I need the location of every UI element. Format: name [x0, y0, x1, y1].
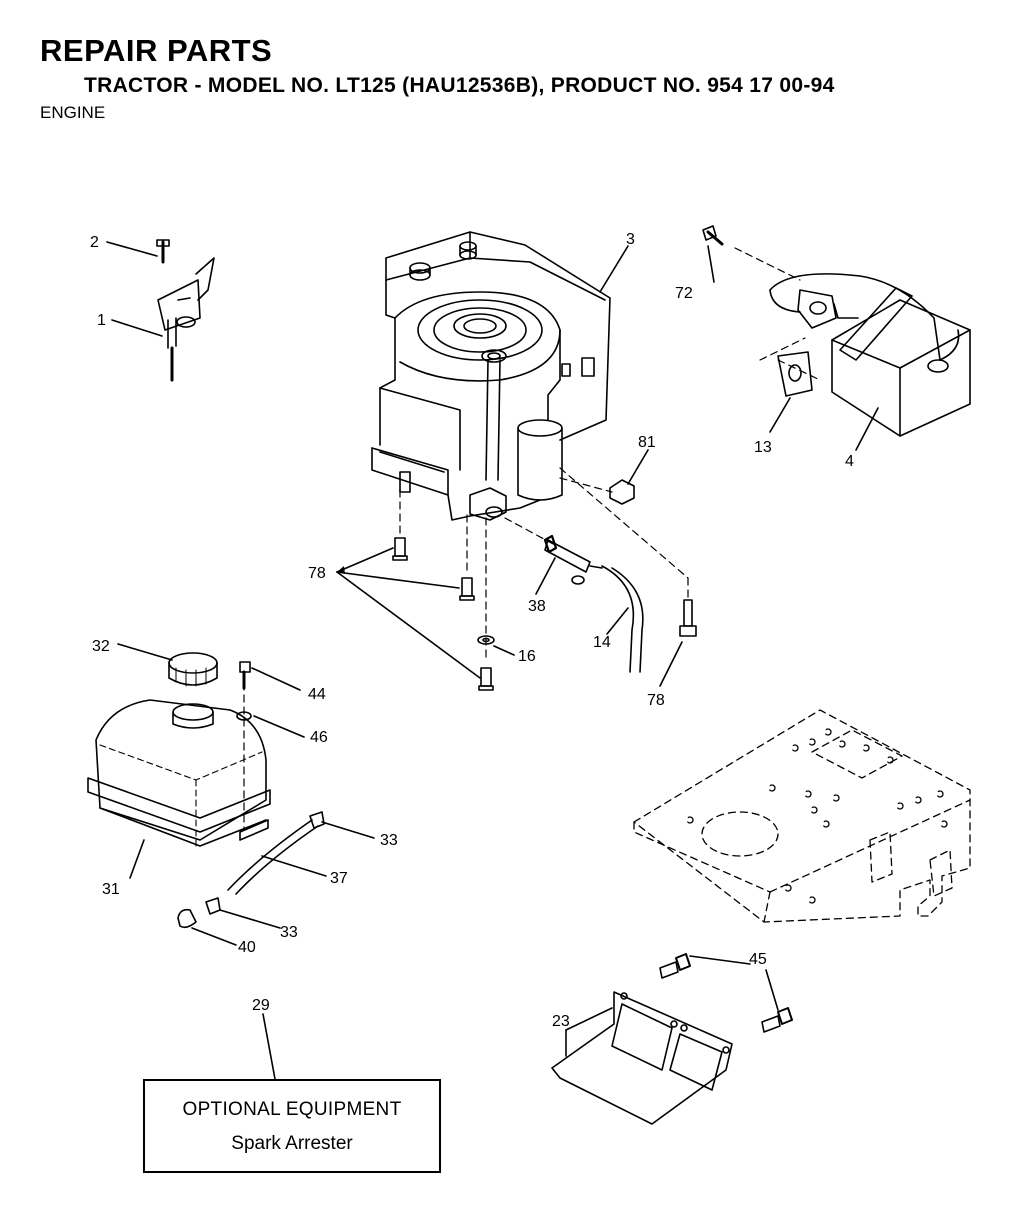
- callout-2: 2: [90, 234, 99, 251]
- section-label: ENGINE: [40, 103, 106, 122]
- callout-31: 31: [102, 881, 120, 898]
- callout-29: 29: [252, 997, 270, 1014]
- callout-81: 81: [638, 434, 656, 451]
- callout-14: 14: [593, 634, 611, 651]
- callout-13: 13: [754, 439, 772, 456]
- assembly-lines: [243, 247, 821, 831]
- leader-lines: [106, 241, 879, 1080]
- callout-37: 37: [330, 870, 348, 887]
- engine-drawing: [371, 231, 611, 521]
- throttle-bracket-drawing: [156, 239, 215, 382]
- callout-23: 23: [552, 1013, 570, 1030]
- callout-38: 38: [528, 598, 546, 615]
- callout-78-left: 78: [308, 565, 326, 582]
- callout-72: 72: [675, 285, 693, 302]
- fuel-tank-drawing: [87, 652, 325, 929]
- fuel-fittings-drawing: [392, 479, 697, 691]
- callout-32: 32: [92, 638, 110, 655]
- frame-plate-drawing: [633, 709, 971, 923]
- callout-3: 3: [626, 231, 635, 248]
- page-subtitle: TRACTOR - MODEL NO. LT125 (HAU12536B), P…: [84, 74, 835, 97]
- callout-40: 40: [238, 939, 256, 956]
- callout-44: 44: [308, 686, 326, 703]
- callout-45: 45: [749, 951, 767, 968]
- heat-shield-drawing: [551, 953, 793, 1125]
- callout-1: 1: [97, 312, 106, 329]
- optional-equipment-heading: OPTIONAL EQUIPMENT: [182, 1099, 402, 1120]
- callout-78-right: 78: [647, 692, 665, 709]
- optional-equipment-item: Spark Arrester: [231, 1133, 353, 1154]
- callout-33-top: 33: [380, 832, 398, 849]
- callout-33-bottom: 33: [280, 924, 298, 941]
- page-title: REPAIR PARTS: [40, 33, 273, 68]
- callout-16: 16: [518, 648, 536, 665]
- callout-4: 4: [845, 453, 854, 470]
- optional-equipment-box: OPTIONAL EQUIPMENT Spark Arrester: [143, 1079, 441, 1173]
- muffler-drawing: [702, 225, 971, 437]
- callout-46: 46: [310, 729, 328, 746]
